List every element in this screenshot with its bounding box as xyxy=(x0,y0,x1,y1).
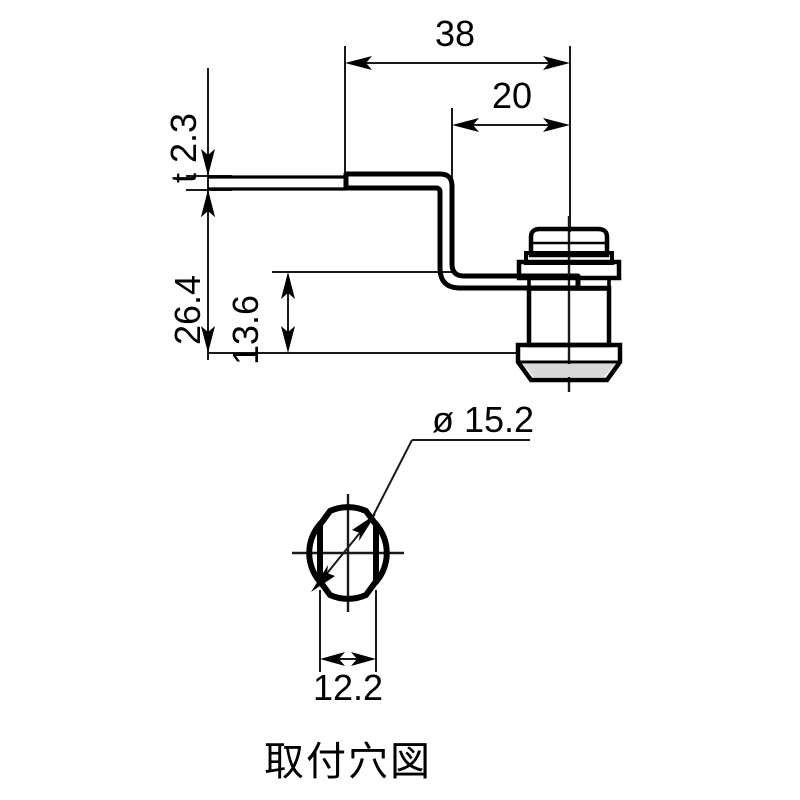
arrowhead-12-2-right xyxy=(351,652,376,666)
hole-diameter-leader: ø 15.2 xyxy=(311,399,534,592)
dimension-26-4: 26.4 xyxy=(167,190,215,353)
dim-label-t-2-3: t 2.3 xyxy=(163,113,204,183)
leader-to-label xyxy=(371,439,413,519)
dim-label-20: 20 xyxy=(492,75,532,116)
arrowhead-12-2-left xyxy=(320,652,345,666)
arrowhead-diameter-lower xyxy=(311,565,335,592)
hole-outline xyxy=(306,504,390,602)
arrowhead-diameter-upper xyxy=(352,514,376,541)
arrowhead-20-right xyxy=(543,118,570,132)
view-caption: 取付穴図 xyxy=(264,739,432,785)
bolt-nut-head xyxy=(528,226,610,258)
dimension-20: 20 xyxy=(452,75,570,132)
main-side-view: 38 20 t 2.3 26.4 xyxy=(163,13,623,392)
dim-label-hole-diameter: ø 15.2 xyxy=(432,399,534,440)
arrowhead-38-left xyxy=(345,56,372,70)
dim-label-38: 38 xyxy=(435,13,475,54)
arrowhead-20-left xyxy=(452,118,479,132)
dimension-12-2: 12.2 xyxy=(313,590,383,708)
arrowhead-t-top xyxy=(201,149,215,176)
arrowhead-38-right xyxy=(543,56,570,70)
mounting-hole-view: ø 15.2 12.2 取付穴図 xyxy=(264,399,534,785)
dim-label-26-4: 26.4 xyxy=(167,275,208,345)
dimension-38: 38 xyxy=(345,13,570,70)
dim-label-13-6: 13.6 xyxy=(225,295,266,365)
bolt-flange-shade xyxy=(523,364,615,377)
arrowhead-13-6-top xyxy=(281,272,295,299)
arrowhead-26-4-top xyxy=(201,190,215,217)
dimension-13-6: 13.6 xyxy=(225,272,295,365)
arrowhead-26-4-bottom xyxy=(201,326,215,353)
dim-label-12-2: 12.2 xyxy=(313,667,383,708)
bracket-profile xyxy=(208,171,581,291)
arrowhead-13-6-bottom xyxy=(281,326,295,353)
bolt-assembly xyxy=(515,216,623,392)
